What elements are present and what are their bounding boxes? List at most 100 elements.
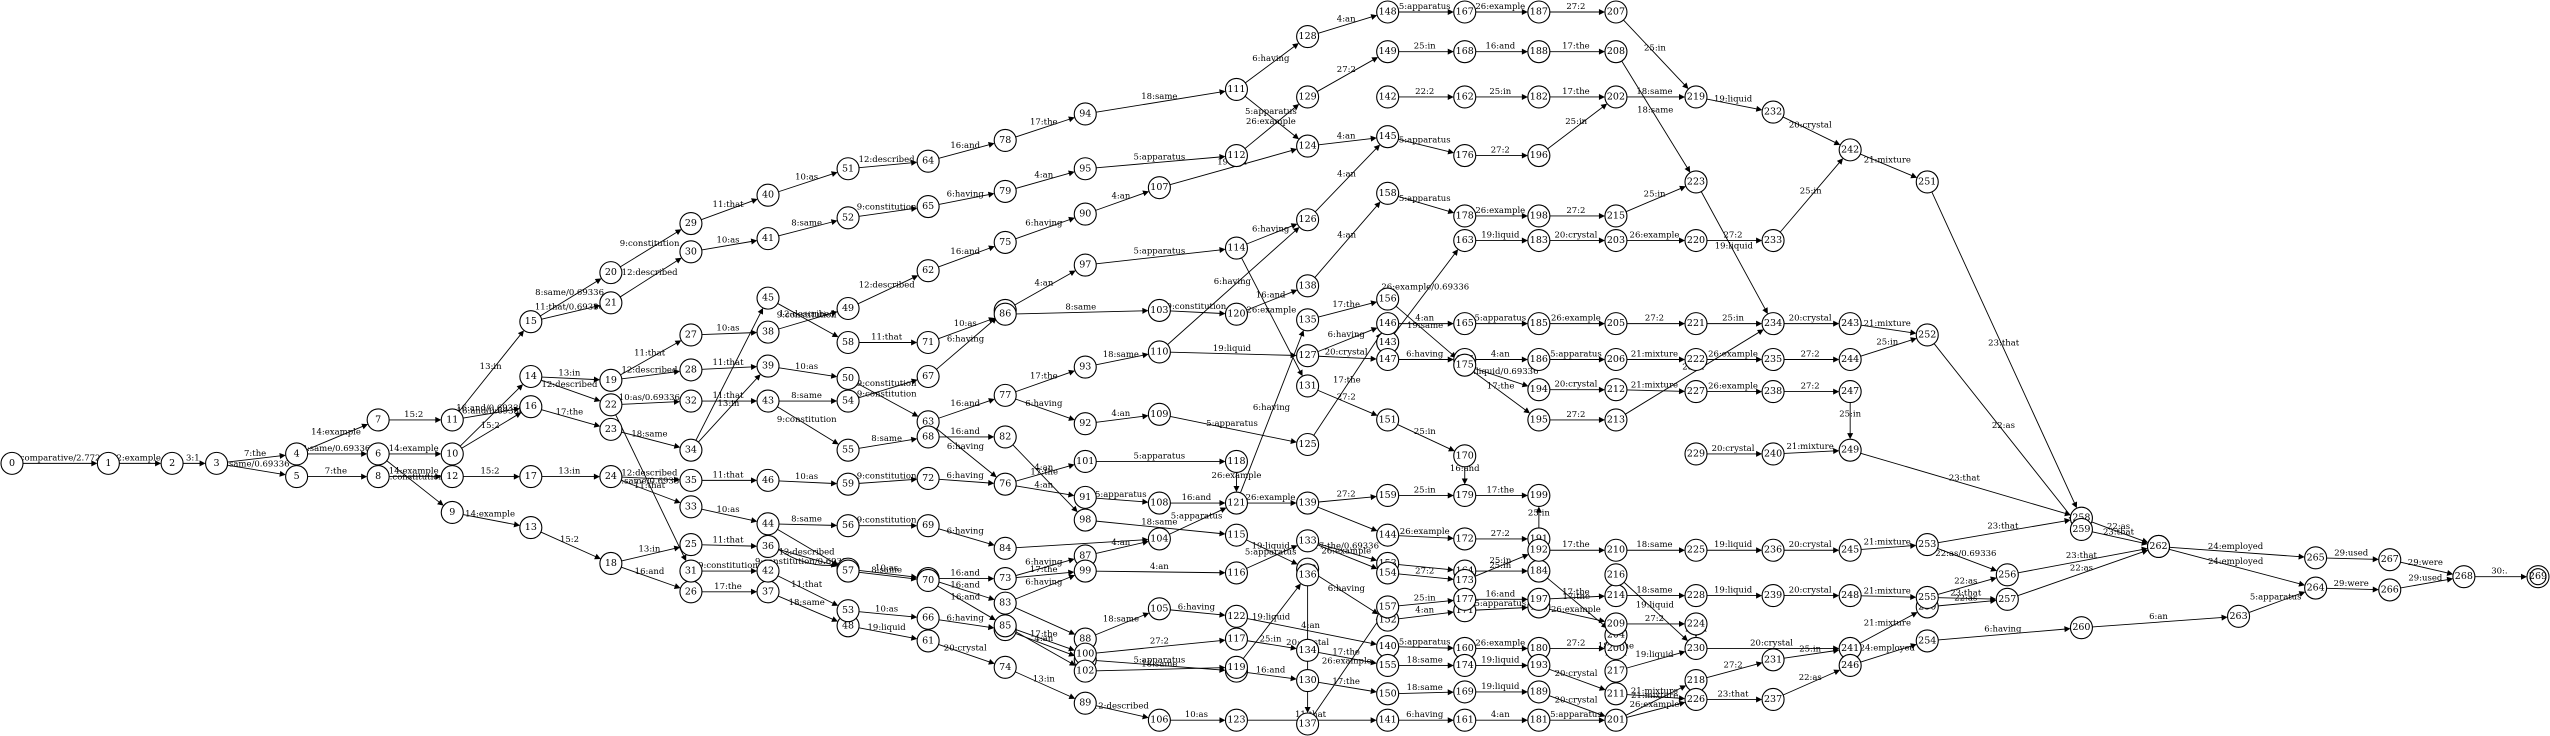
state-node-214: 214: [1604, 584, 1628, 608]
state-node-91: 91: [1073, 485, 1097, 509]
edge-arrowhead: [1370, 135, 1377, 142]
edge-label: 4:an: [1337, 169, 1356, 179]
state-node-97: 97: [1073, 253, 1097, 277]
edge-label: 23:that: [2066, 551, 2098, 561]
edge-arrowhead: [1068, 629, 1076, 635]
edge-61-74: 20:crystal: [938, 644, 995, 665]
edge-label: 16:and: [1450, 464, 1480, 474]
state-node-41: 41: [756, 227, 780, 251]
state-node-265: 265: [2304, 546, 2328, 570]
state-label: 121: [1227, 498, 1245, 509]
state-circle: [1453, 0, 1477, 24]
edge-label: 20:crystal: [1555, 669, 1598, 679]
edge-line: [621, 547, 678, 562]
edge-line: [1095, 541, 1146, 554]
state-circle: [519, 310, 543, 334]
state-label: 10: [446, 448, 458, 459]
state-node-246: 246: [1838, 653, 1862, 678]
state-circle: [1376, 408, 1400, 432]
edge-202-219: 18:same: [1626, 87, 1685, 100]
edge-arrowhead: [1847, 433, 1854, 440]
edge-226-237: 23:that: [1706, 689, 1763, 703]
edge-233-242: 25:in: [1779, 158, 1844, 233]
edge-line: [1096, 570, 1223, 574]
edge-207-219: 25:in: [1623, 19, 1689, 89]
edge-line: [1247, 618, 1375, 645]
state-node-225: 225: [1684, 538, 1708, 562]
state-label: 185: [1530, 318, 1548, 329]
edge-253-256: 22:as/0.69336: [1935, 548, 1998, 572]
edge-arrowhead: [1755, 661, 1763, 668]
edge-label: 18:same: [1141, 92, 1177, 102]
state-label: 105: [1150, 603, 1168, 614]
edge-line: [619, 258, 680, 298]
edge-line: [858, 208, 915, 217]
state-label: 35: [685, 475, 697, 486]
edge-arrowhead: [1521, 553, 1529, 560]
edge-6-9: 9:constitution: [384, 460, 444, 506]
state-label: 79: [999, 186, 1011, 197]
edge-arrowhead: [1833, 447, 1840, 454]
edge-line: [1015, 633, 1073, 656]
edge-arrowhead: [831, 522, 838, 529]
edge-line: [1241, 257, 1302, 374]
state-node-207: 207: [1604, 0, 1628, 24]
state-node-247: 247: [1838, 380, 1862, 404]
state-circle: [1604, 228, 1628, 253]
state-circle: [1073, 355, 1097, 379]
state-label: 133: [1299, 535, 1317, 546]
state-label: 223: [1687, 176, 1705, 187]
edge-35-46: 11:that: [701, 470, 758, 484]
edge-line: [2326, 557, 2376, 560]
edge-arrowhead: [1068, 216, 1075, 223]
edge-116-133: 5:apparatus: [1245, 545, 1298, 569]
edge-arrowhead: [1370, 717, 1377, 724]
edge-label: 6:having: [947, 442, 985, 452]
edge-arrowhead: [1447, 9, 1454, 15]
edge-arrowhead: [1832, 647, 1840, 654]
state-label: 71: [922, 337, 934, 348]
edge-22-32: 10:as/0.69336: [619, 393, 680, 405]
edge-58-71: 11:that: [859, 333, 918, 346]
edge-arrowhead: [1756, 237, 1763, 244]
edge-161-181: 4:an: [1475, 710, 1528, 724]
edge-line: [620, 341, 679, 376]
edge-label: 1:comparative/2.7725: [11, 453, 105, 463]
state-node-158: 158: [1376, 181, 1400, 205]
edge-154-173: 27:2: [1398, 567, 1454, 582]
edge-label: 9:constitution: [777, 311, 837, 321]
edge-89-106: 12:described: [1093, 701, 1149, 720]
edge-72-76: 6:having: [939, 471, 995, 486]
state-node-108: 108: [1147, 491, 1171, 515]
edge-arrowhead: [751, 477, 758, 484]
edge-label: 6:having: [1025, 399, 1063, 409]
edge-231-241: 25:in: [1783, 644, 1840, 659]
state-node-13: 13: [519, 516, 543, 540]
edge-103-120: 9:constitution: [1167, 302, 1227, 317]
edge-label: 6:having: [1214, 277, 1252, 287]
edge-arrowhead: [199, 460, 206, 467]
edge-arrowhead: [1447, 356, 1454, 363]
edge-arrowhead: [2141, 549, 2149, 555]
state-label: 75: [999, 237, 1011, 248]
edge-line: [778, 172, 835, 193]
edge-39-50: 10:as: [778, 362, 838, 379]
edge-line: [1318, 137, 1374, 146]
state-node-28: 28: [679, 358, 703, 382]
edge-arrowhead: [1290, 147, 1298, 154]
state-node-252: 252: [1915, 323, 1939, 347]
edge-18-26: 16:and: [621, 566, 681, 589]
state-node-30: 30: [679, 240, 703, 264]
state-node-110: 110: [1147, 340, 1171, 364]
state-node-226: 226: [1684, 687, 1708, 711]
state-node-188: 188: [1527, 40, 1551, 64]
state-label: 263: [2229, 611, 2247, 622]
state-circle: [916, 330, 940, 355]
edge-line: [1547, 105, 1606, 150]
edge-arrowhead: [751, 398, 758, 405]
edge-label: 4:an: [1035, 278, 1054, 288]
state-label: 78: [999, 135, 1011, 146]
edge-line: [1247, 672, 1294, 680]
state-node-49: 49: [836, 296, 860, 321]
state-node-136: 136: [1296, 563, 1320, 587]
